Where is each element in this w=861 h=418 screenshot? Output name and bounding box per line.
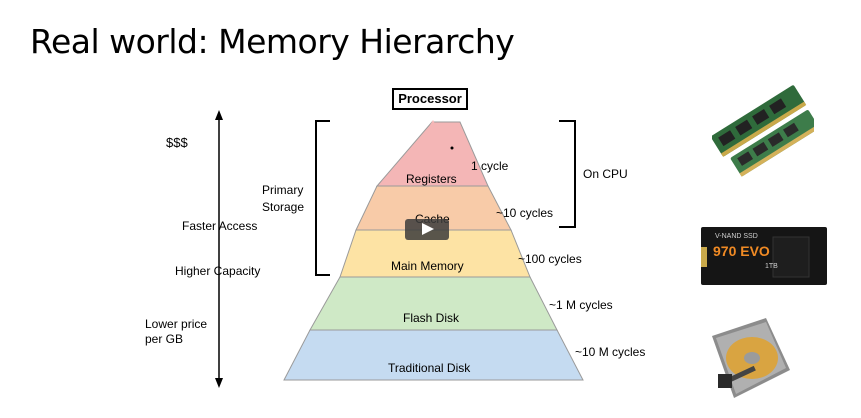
level-name-flash-disk: Flash Disk (403, 311, 460, 325)
faster-access-label: Faster Access (182, 219, 258, 233)
latency-traditional-disk: ~10 M cycles (575, 345, 646, 359)
level-name-registers: Registers (406, 172, 457, 186)
level-name-traditional-disk: Traditional Disk (388, 361, 471, 375)
primary-storage-bracket (315, 120, 330, 276)
latency-cache: ~10 cycles (496, 206, 554, 220)
on-cpu-bracket (559, 120, 576, 228)
level-name-main-memory: Main Memory (391, 259, 464, 273)
cursor-dot (450, 146, 454, 150)
primary-storage-label-line1: Primary (262, 183, 304, 197)
page-title: Real world: Memory Hierarchy (30, 22, 515, 61)
latency-registers: 1 cycle (471, 159, 509, 173)
ssd-image: V-NAND SSD 970 EVO 1TB (701, 225, 827, 287)
on-cpu-label: On CPU (583, 167, 628, 181)
cost-label: $$$ (166, 135, 188, 150)
pyramid-apex (420, 120, 445, 142)
ssd-body (701, 227, 827, 285)
processor-box: Processor (392, 88, 468, 110)
ssd-model-text: 970 EVO (713, 243, 770, 259)
ssd-brand-text: V-NAND SSD (715, 233, 758, 240)
hard-disk-image (712, 318, 790, 398)
level-traditional-disk-band (283, 329, 584, 381)
lower-price-label-line1: Lower price (145, 317, 208, 331)
primary-storage-label-line2: Storage (262, 200, 305, 214)
play-button[interactable] (405, 219, 449, 240)
latency-main-memory: ~100 cycles (518, 252, 582, 266)
ram-module-image (712, 85, 814, 177)
arrow-down-icon (215, 378, 223, 388)
arrow-up-icon (215, 110, 223, 120)
latency-flash-disk: ~1 M cycles (549, 298, 613, 312)
ssd-capacity-text: 1TB (765, 263, 778, 270)
lower-price-label-line2: per GB (145, 332, 184, 346)
higher-capacity-label: Higher Capacity (175, 264, 261, 278)
